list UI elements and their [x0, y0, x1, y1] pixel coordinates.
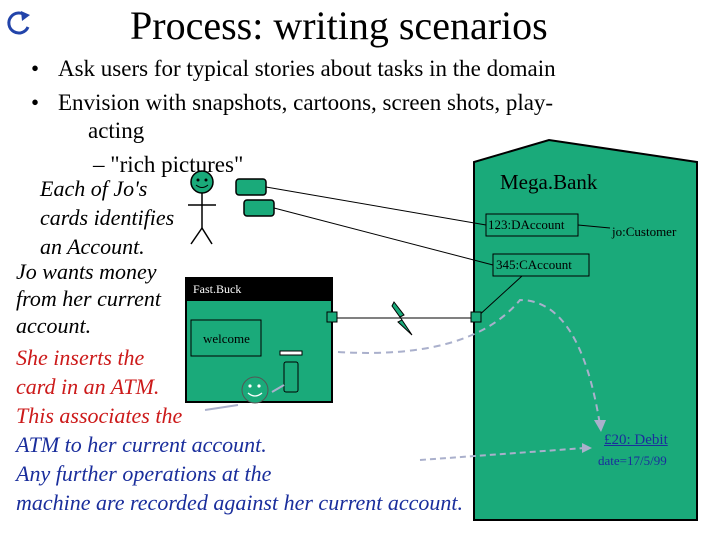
card-2	[243, 199, 275, 217]
atm-card-slot	[279, 350, 303, 356]
lightning-icon	[391, 301, 413, 336]
bank-label: Mega.Bank	[500, 170, 598, 194]
narrative-line: Each of Jo's	[40, 176, 148, 201]
bullet-item: • Envision with snapshots, cartoons, scr…	[31, 90, 554, 115]
narrative-line-red: card in an ATM.	[16, 374, 160, 399]
link-card2-account	[273, 207, 494, 266]
atm-screen	[190, 319, 262, 357]
customer-label: jo:Customer	[612, 224, 677, 239]
atm-brand-label: Fast.Buck	[193, 282, 242, 296]
link-card1-account	[265, 186, 487, 226]
debit-label: £20: Debit	[604, 432, 668, 448]
dashed-arrow-text-atm	[204, 404, 239, 411]
atm-inserted-card	[283, 361, 299, 393]
bullet-dot-icon: •	[31, 90, 40, 115]
account-345-label: 345:CAccount	[496, 257, 572, 272]
narrative-line: an Account.	[40, 234, 145, 259]
jo-figure	[188, 170, 216, 245]
atm-header-bar	[187, 279, 331, 301]
port-atm	[326, 311, 338, 323]
account-123-label: 123:DAccount	[488, 217, 565, 232]
bullet-item: • Ask users for typical stories about ta…	[31, 56, 556, 81]
narrative-line: cards identifies	[40, 205, 175, 230]
narrative-line-blue: Any further operations at the	[16, 461, 272, 486]
narrative-line: Jo wants money	[16, 259, 157, 284]
sub-bullet: – "rich pictures"	[93, 152, 244, 177]
dashed-arrow-to-debit	[337, 298, 601, 426]
bullet-dot-icon: •	[31, 56, 40, 81]
narrative-line-red: This associates the	[16, 403, 183, 428]
narrative-line-red: She inserts the	[16, 345, 145, 370]
bullet-continuation: acting	[88, 118, 145, 143]
narrative-line: from her current	[16, 286, 162, 311]
dashed-arrow-face-atm	[271, 384, 285, 393]
smiley-icon	[241, 376, 269, 404]
narrative-line-blue: machine are recorded against her current…	[16, 490, 464, 515]
refresh-arrow-icon	[7, 11, 30, 35]
narrative-line-blue: ATM to her current account.	[16, 432, 267, 457]
dashed-arrow-text-debit	[419, 447, 586, 461]
link-account-customer	[577, 224, 611, 229]
link-account-vertical	[475, 275, 523, 319]
debit-date-label: date=17/5/99	[598, 453, 667, 468]
slide-title: Process: writing scenarios	[130, 3, 548, 48]
atm-screen-label: welcome	[203, 331, 250, 346]
narrative-line: account.	[16, 313, 92, 338]
port-bank	[470, 311, 482, 323]
card-1	[235, 178, 267, 196]
